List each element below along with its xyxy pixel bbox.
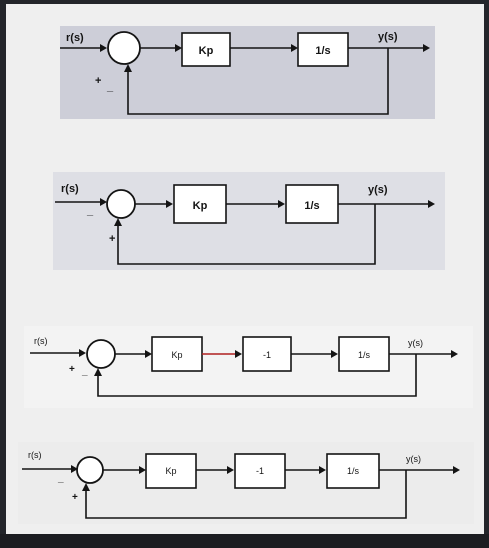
integrator-label: 1/s <box>304 200 319 212</box>
sign-plus: + <box>109 233 115 245</box>
kp-block <box>145 453 197 489</box>
output-arrowhead <box>453 466 460 474</box>
integrator-arrowhead <box>278 200 285 208</box>
input-arrowhead <box>100 198 107 206</box>
input-label: r(s) <box>28 450 42 460</box>
integrator-label: 1/s <box>315 45 330 57</box>
sign-minus: _ <box>86 205 94 217</box>
input-label: r(s) <box>66 32 84 44</box>
sign-plus: + <box>72 492 78 503</box>
kp-block <box>173 184 227 224</box>
gain-block <box>234 453 286 489</box>
feedback-arrowhead <box>94 368 102 376</box>
feedback-arrowhead <box>82 483 90 491</box>
integrator-arrowhead <box>331 350 338 358</box>
sign-minus: _ <box>57 473 64 484</box>
gain-label: -1 <box>256 466 264 476</box>
block-diagram-4: r(s) _ + Kp -1 1/s y(s) <box>18 442 474 524</box>
summing-junction <box>107 31 141 65</box>
kp-block <box>181 32 231 67</box>
output-label: y(s) <box>378 31 398 43</box>
gain-arrowhead <box>235 350 242 358</box>
input-label: r(s) <box>61 183 79 195</box>
output-label: y(s) <box>406 454 421 464</box>
monitor-bezel <box>0 534 489 548</box>
gain-label: -1 <box>263 350 271 360</box>
diagram-1-drawing: r(s) + _ Kp 1/s y(s) <box>60 31 430 115</box>
input-arrowhead <box>71 465 78 473</box>
kp-arrowhead <box>166 200 173 208</box>
output-arrowhead <box>423 44 430 52</box>
feedback-path <box>127 48 389 115</box>
feedback-arrowhead <box>124 64 132 72</box>
input-label: r(s) <box>34 336 48 346</box>
block-diagram-2: r(s) _ + Kp 1/s y(s) <box>53 172 445 270</box>
sign-plus: + <box>95 75 101 87</box>
kp-arrowhead <box>145 350 152 358</box>
summing-junction <box>76 456 104 484</box>
feedback-path <box>85 470 407 519</box>
block-diagram-1: r(s) + _ Kp 1/s y(s) <box>60 26 435 119</box>
sign-minus: _ <box>81 366 88 377</box>
integrator-block <box>326 453 380 489</box>
feedback-path <box>117 204 376 265</box>
summing-junction <box>86 339 116 369</box>
integrator-arrowhead <box>291 44 298 52</box>
summing-junction <box>106 189 136 219</box>
integrator-label: 1/s <box>347 466 360 476</box>
kp-arrowhead <box>139 466 146 474</box>
sign-plus: + <box>69 364 75 375</box>
integrator-block <box>297 32 349 67</box>
integrator-arrowhead <box>319 466 326 474</box>
input-arrowhead <box>100 44 107 52</box>
output-label: y(s) <box>408 338 423 348</box>
diagram-2-drawing: r(s) _ + Kp 1/s y(s) <box>55 183 435 265</box>
kp-arrowhead <box>175 44 182 52</box>
integrator-label: 1/s <box>358 350 371 360</box>
kp-label: Kp <box>193 200 208 212</box>
integrator-block <box>285 184 339 224</box>
gain-block <box>242 336 292 372</box>
input-arrowhead <box>79 349 86 357</box>
kp-label: Kp <box>199 45 214 57</box>
sign-minus: _ <box>106 81 114 93</box>
feedback-path <box>97 354 417 397</box>
integrator-block <box>338 336 390 372</box>
kp-label: Kp <box>171 350 182 360</box>
diagram-4-drawing: r(s) _ + Kp -1 1/s y(s) <box>22 450 460 519</box>
output-arrowhead <box>451 350 458 358</box>
block-diagram-3: r(s) + _ Kp -1 1/s y(s) <box>24 326 473 408</box>
output-label: y(s) <box>368 184 388 196</box>
output-arrowhead <box>428 200 435 208</box>
diagram-3-drawing: r(s) + _ Kp -1 1/s y(s) <box>30 336 458 397</box>
gain-arrowhead <box>227 466 234 474</box>
feedback-arrowhead <box>114 218 122 226</box>
kp-label: Kp <box>165 466 176 476</box>
